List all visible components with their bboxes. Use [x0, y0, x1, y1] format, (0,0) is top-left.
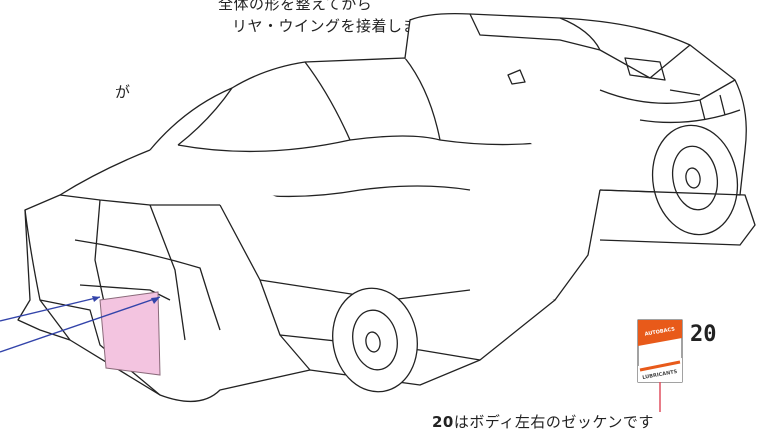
part-number: 20: [690, 322, 717, 347]
decal-logo-top: AUTOBACS: [644, 326, 675, 337]
decal-caption: 20はボディ左右のゼッケンです: [432, 411, 654, 433]
leader-arrow-1: [92, 296, 100, 302]
instruction-fragment-a: が: [115, 83, 131, 101]
decal-caption-text: はボディ左右のゼッケンです: [453, 413, 654, 431]
decal-caption-number: 20: [432, 413, 454, 431]
car-illustration: AUTOBACS LUBRICANTS: [0, 12, 756, 412]
leader-arrow-2: [151, 297, 160, 304]
instruction-line-1: 全体の形を整えてから: [218, 0, 373, 13]
leader-lines: [0, 296, 161, 353]
rear-decal-placement: [99, 291, 161, 376]
decal-20: AUTOBACS LUBRICANTS: [637, 319, 683, 383]
instruction-line-2: リヤ・ウイングを接着します。: [232, 17, 448, 35]
